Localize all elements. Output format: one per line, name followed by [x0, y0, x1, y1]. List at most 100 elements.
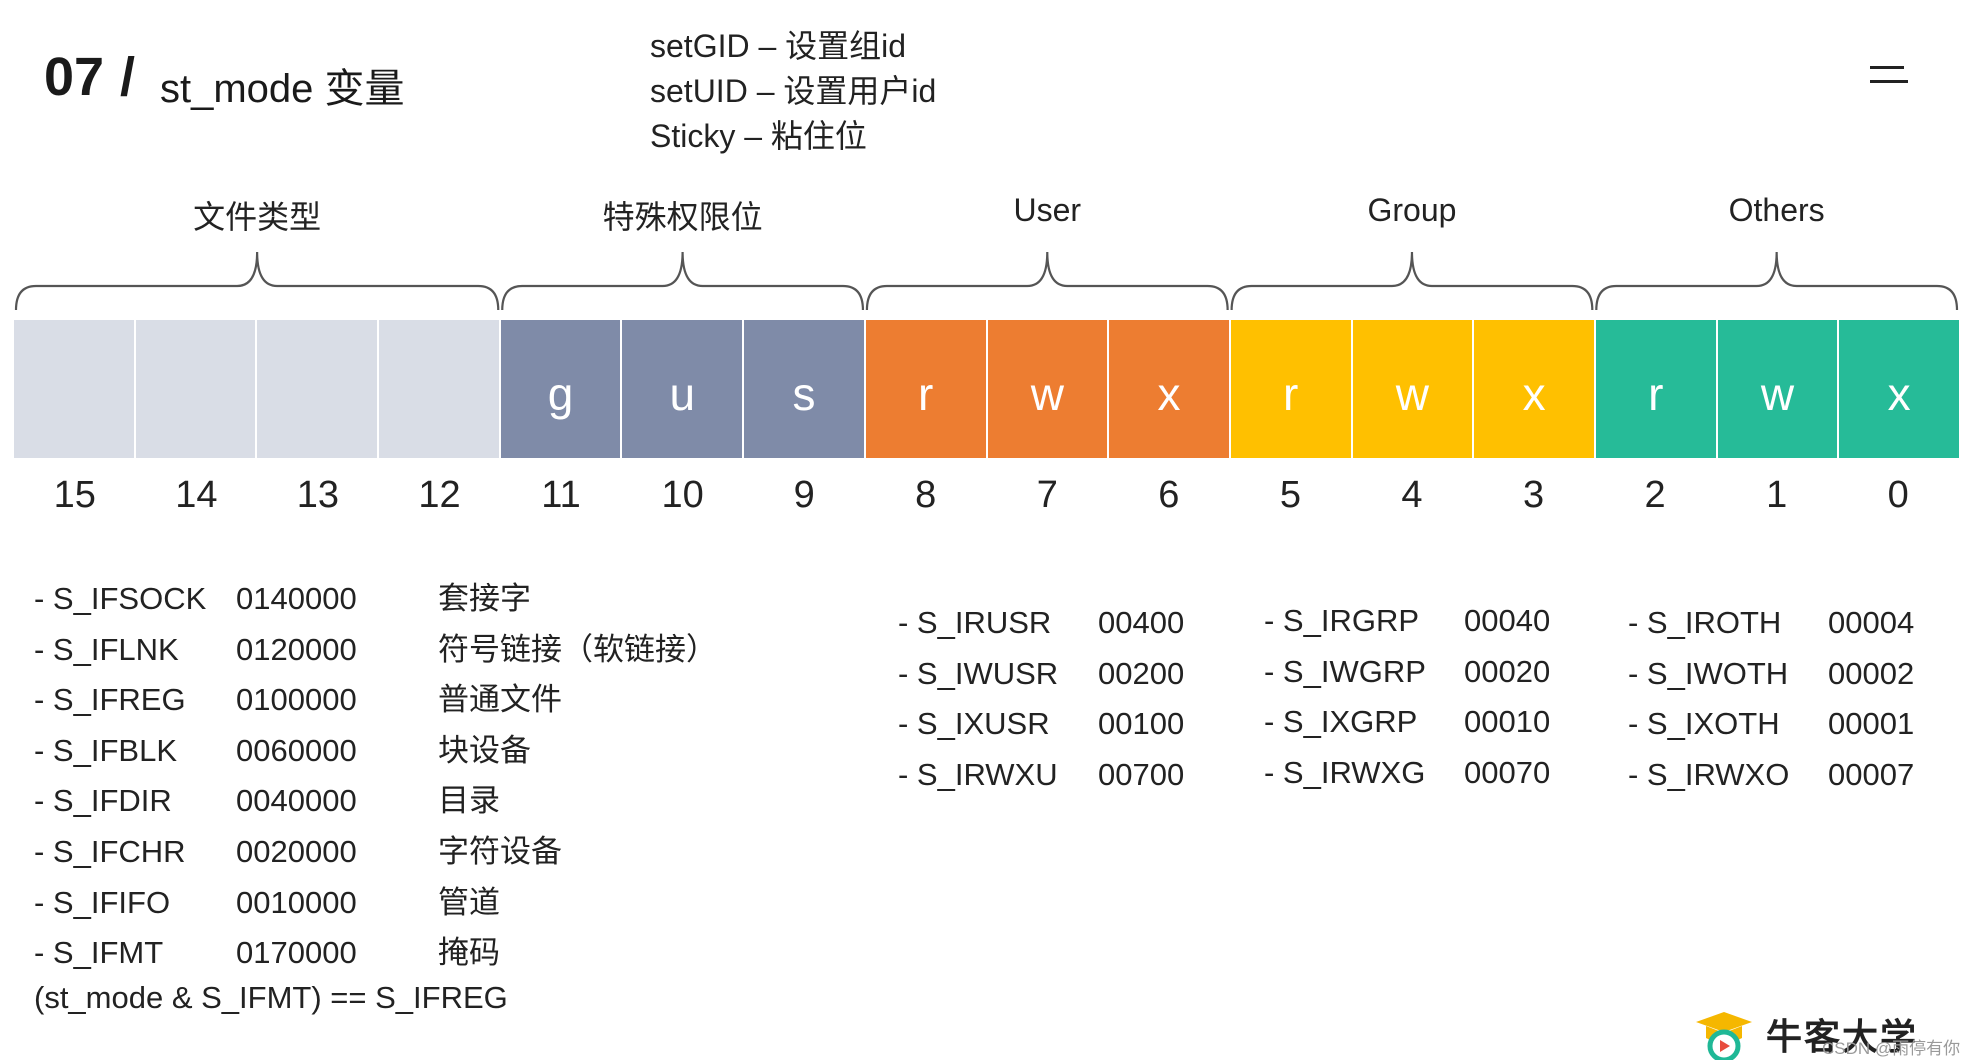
watermark: CSDN @雨停有你 [1822, 1039, 1961, 1058]
group-label-user: User [1013, 192, 1082, 228]
brand-logo: 牛客大学 [1690, 1008, 1970, 1060]
bit-index-11: 11 [541, 474, 581, 516]
section-number: 07 [44, 47, 105, 107]
bit-cell-2: r [1595, 320, 1718, 458]
bit-cell-8: r [865, 320, 988, 458]
file-type-name: - S_IFREG [34, 682, 186, 718]
file-type-desc: 字符设备 [438, 833, 562, 869]
bit-index-9: 9 [793, 474, 815, 516]
bit-cell-11: g [500, 320, 623, 458]
perm-name: - S_IRGRP [1264, 603, 1420, 638]
perm-value: 00040 [1464, 603, 1551, 638]
bit-cell-6: x [1109, 320, 1231, 458]
bit-cell-7: w [987, 320, 1110, 458]
bit-index-5: 5 [1279, 474, 1301, 516]
file-type-value: 0010000 [236, 884, 357, 920]
file-type-value: 0120000 [236, 631, 357, 667]
file-type-name: - S_IFBLK [34, 732, 177, 768]
file-type-name: - S_IFMT [34, 935, 164, 971]
page-title: st_mode 变量 [160, 67, 405, 111]
list-item: - S_IXGRP 00010 [1264, 697, 1564, 748]
perm-name: - S_IXUSR [898, 706, 1050, 742]
file-type-desc: 管道 [438, 884, 500, 920]
perm-name: - S_IXOTH [1628, 706, 1780, 742]
bit-cell-3: x [1474, 320, 1596, 458]
logo-text: 牛客大学 [1766, 1016, 1919, 1057]
bit-index-0: 0 [1887, 474, 1909, 516]
menu-icon[interactable] [1870, 66, 1908, 86]
file-type-value: 0060000 [236, 732, 357, 768]
file-type-name: - S_IFDIR [34, 783, 172, 819]
perm-value: 00001 [1828, 706, 1915, 742]
perm-value: 00004 [1828, 605, 1915, 640]
bit-cell-13 [257, 320, 380, 458]
brace-2 [865, 251, 1229, 311]
group-label-special: 特殊权限位 [602, 199, 763, 235]
file-type-desc: 掩码 [438, 935, 500, 971]
bit-cell-12 [379, 320, 501, 458]
bit-index-15: 15 [53, 474, 96, 516]
bit-cell-5: r [1230, 320, 1353, 458]
perm-value: 00700 [1098, 756, 1185, 792]
bit-index-12: 12 [418, 474, 461, 516]
brace-3 [1230, 251, 1594, 311]
perm-name: - S_IROTH [1628, 605, 1782, 640]
list-item: - S_IFMT 0170000 掩码 [34, 928, 754, 979]
list-item: - S_IFIFO 0010000 管道 [34, 878, 754, 929]
file-type-name: - S_IFIFO [34, 884, 171, 920]
bit-index-14: 14 [175, 474, 218, 516]
file-type-value: 0140000 [236, 581, 357, 616]
perm-value: 00400 [1098, 605, 1185, 640]
perm-name: - S_IRWXG [1264, 754, 1426, 790]
file-type-name: - S_IFSOCK [34, 581, 207, 616]
file-type-desc: 符号链接（软链接） [438, 631, 717, 667]
group-label-others: Others [1728, 192, 1825, 228]
file-type-desc: 块设备 [438, 732, 531, 768]
list-item: - S_IFSOCK 0140000 套接字 [34, 574, 754, 625]
perm-name: - S_IXGRP [1264, 704, 1418, 740]
file-type-list: - S_IFSOCK 0140000 套接字 - S_IFLNK 0120000 符号链接… [34, 574, 754, 979]
perm-value: 00200 [1098, 655, 1185, 691]
group-braces [14, 251, 1959, 311]
file-type-name: - S_IFLNK [34, 631, 179, 667]
file-type-value: 0100000 [236, 682, 357, 718]
perm-name: - S_IWGRP [1264, 653, 1426, 689]
list-item: - S_IFLNK 0120000 符号链接（软链接） [34, 625, 754, 676]
bit-index-7: 7 [1036, 474, 1058, 516]
file-type-desc: 套接字 [438, 581, 531, 616]
perm-name: - S_IRWXO [1628, 756, 1790, 792]
bit-index-13: 13 [296, 474, 340, 516]
bit-index-2: 2 [1644, 474, 1666, 516]
perm-name: - S_IWOTH [1628, 655, 1789, 691]
bit-index-8: 8 [915, 474, 937, 516]
bit-cell-15 [14, 320, 136, 458]
list-item: - S_IROTH 00004 [1628, 598, 1928, 649]
brace-4 [1595, 251, 1959, 311]
perm-value: 00070 [1464, 754, 1551, 790]
note-setuid: setUID – 设置用户id [650, 73, 937, 109]
brace-0 [14, 251, 500, 311]
bit-index-10: 10 [661, 474, 704, 516]
bit-cell-14 [135, 320, 258, 458]
list-item: - S_IFBLK 0060000 块设备 [34, 726, 754, 777]
file-type-value: 0040000 [236, 783, 357, 819]
list-item: - S_IRWXG 00070 [1264, 748, 1564, 799]
bit-cell-1: w [1717, 320, 1840, 458]
file-type-value: 0170000 [236, 935, 357, 971]
bit-index-1: 1 [1766, 474, 1788, 516]
list-item: - S_IRGRP 00040 [1264, 596, 1564, 647]
perm-name: - S_IRWXU [898, 756, 1058, 792]
bit-index-4: 4 [1401, 474, 1423, 516]
bit-cell-0: x [1839, 320, 1959, 458]
perm-value: 00010 [1464, 704, 1551, 740]
graduation-cap-play-icon [1696, 1012, 1752, 1060]
